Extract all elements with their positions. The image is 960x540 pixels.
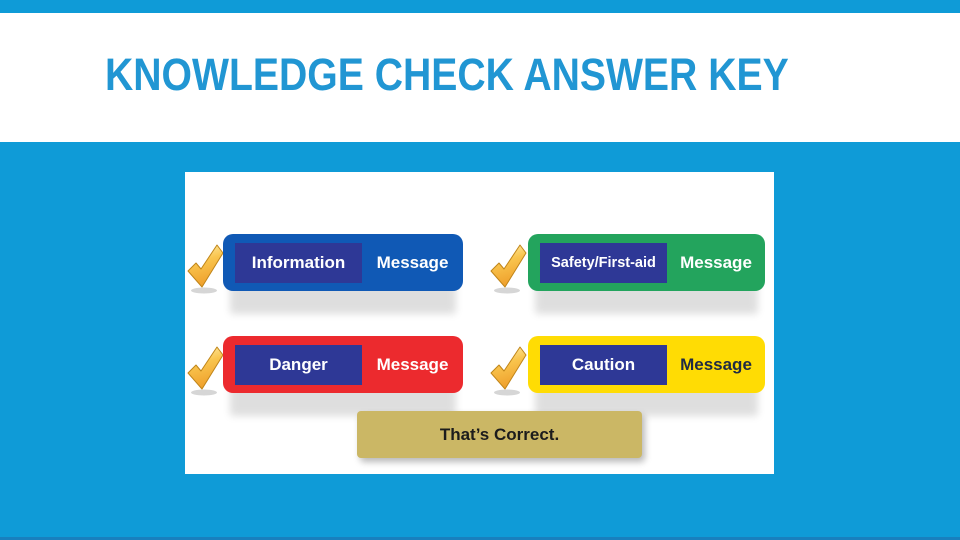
category-label: Danger <box>269 354 328 374</box>
feedback-box: That’s Correct. <box>357 411 642 458</box>
category-tag: Information <box>235 242 362 283</box>
answer-button-information[interactable]: Information Message <box>223 234 463 291</box>
category-tag: Safety/First-aid <box>540 242 667 283</box>
quiz-answer-panel: Information Message Safety/First-aid Mes… <box>185 172 774 474</box>
category-tag: Caution <box>540 344 667 385</box>
category-label: Information <box>251 252 346 272</box>
slide-title: KNOWLEDGE CHECK ANSWER KEY <box>105 49 789 100</box>
category-label: Caution <box>571 354 636 374</box>
message-label: Message <box>680 354 752 374</box>
bottom-accent-bar <box>0 537 960 540</box>
category-label: Safety/First-aid <box>551 254 656 271</box>
answer-button-safety-first-aid[interactable]: Safety/First-aid Message <box>528 234 765 291</box>
feedback-text: That’s Correct. <box>439 424 560 444</box>
checkmark-icon <box>488 242 528 294</box>
category-tag: Danger <box>235 344 362 385</box>
checkmark-icon <box>185 344 225 396</box>
answer-button-caution[interactable]: Caution Message <box>528 336 765 393</box>
message-label: Message <box>376 252 449 272</box>
slide-header-band: KNOWLEDGE CHECK ANSWER KEY <box>0 13 960 142</box>
checkmark-icon <box>488 344 528 396</box>
message-label: Message <box>376 354 449 374</box>
message-label: Message <box>680 252 752 272</box>
checkmark-icon <box>185 242 225 294</box>
answer-button-danger[interactable]: Danger Message <box>223 336 463 393</box>
